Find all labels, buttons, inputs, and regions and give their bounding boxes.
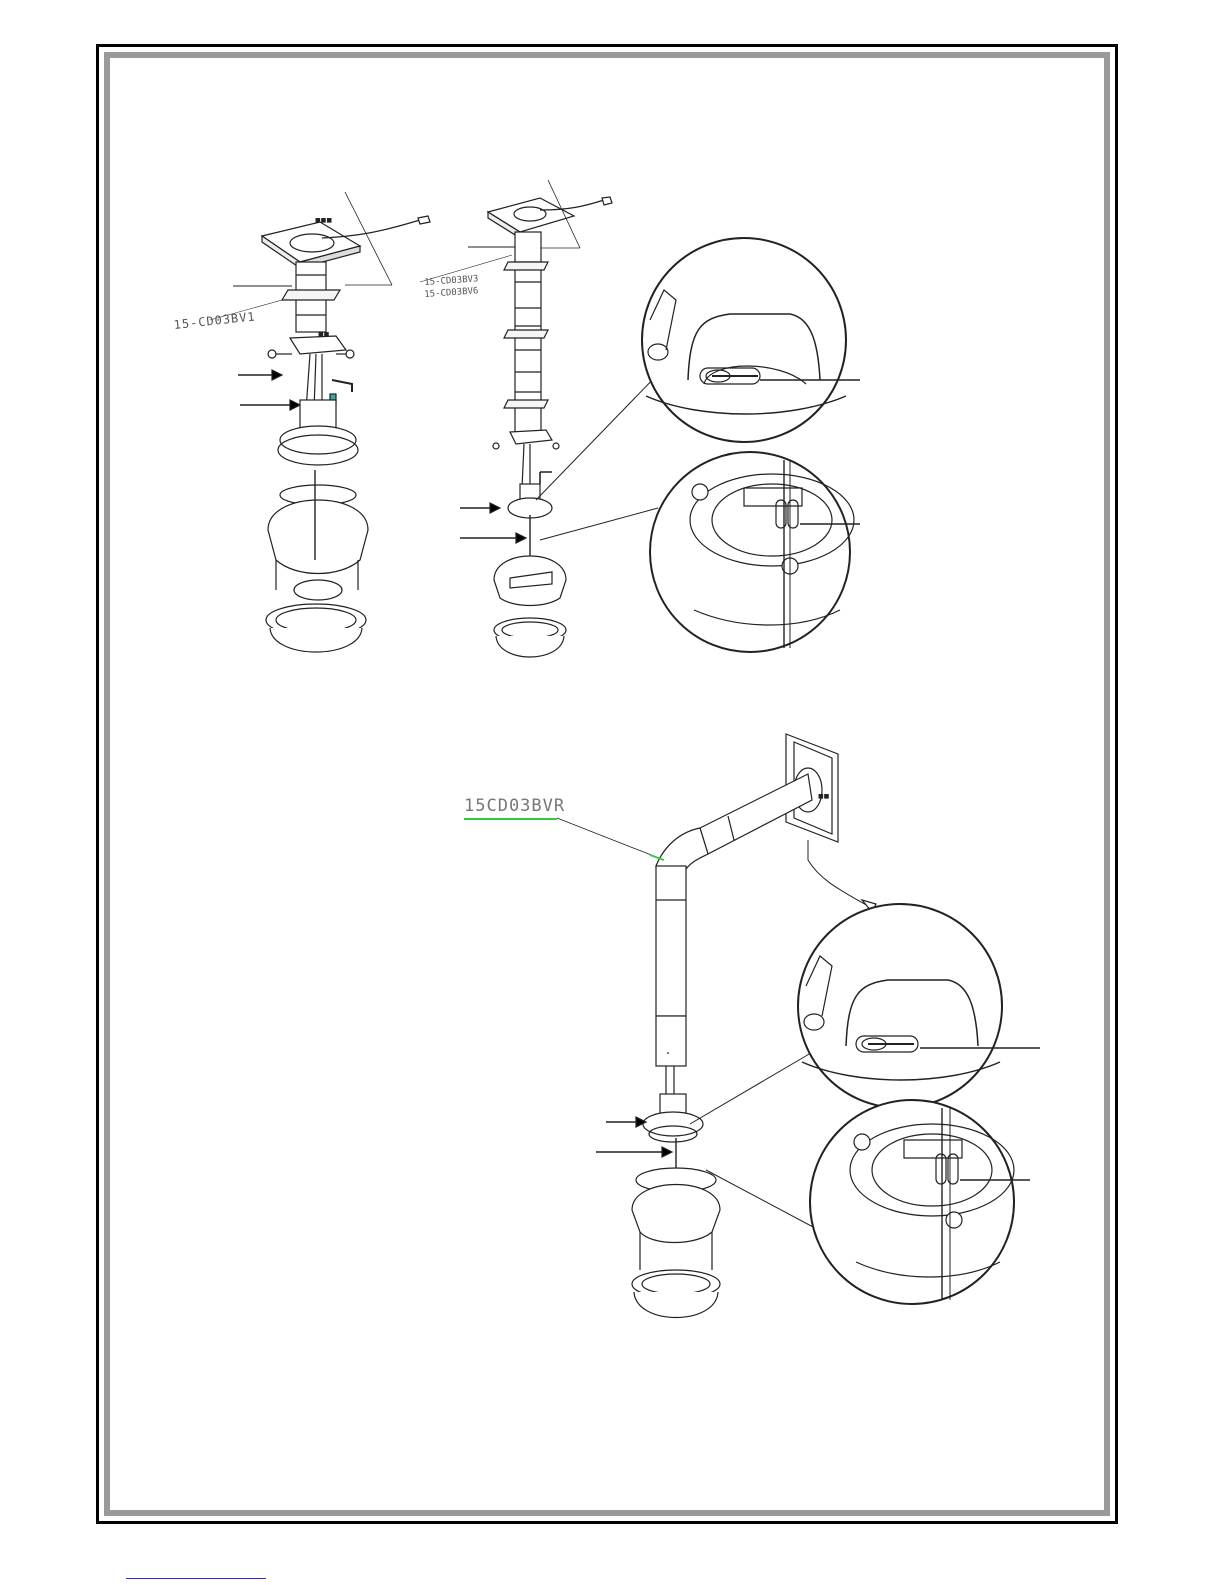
svg-text:■■: ■■ bbox=[318, 331, 330, 338]
ceiling-mount-short-assembly: ■■■ ■■ bbox=[210, 192, 430, 652]
dome-bubble bbox=[270, 628, 362, 652]
dome-housing bbox=[268, 500, 368, 574]
detail-view-latch-top bbox=[642, 238, 860, 442]
arrow-marker-4 bbox=[460, 533, 526, 543]
hex-key bbox=[332, 380, 352, 392]
ceiling-mount-long-assembly bbox=[420, 180, 660, 657]
svg-text:■■: ■■ bbox=[818, 793, 830, 800]
detail-view-latch-bottom bbox=[798, 904, 1040, 1108]
arrow-marker-3 bbox=[460, 503, 500, 513]
arrow-marker-2 bbox=[240, 400, 300, 410]
arrow-marker-6 bbox=[596, 1147, 672, 1157]
detail-view-connector-top bbox=[650, 452, 860, 652]
arrow-marker-5 bbox=[606, 1117, 646, 1127]
pipe-flange bbox=[290, 336, 346, 354]
detail-view-connector-bottom bbox=[810, 1100, 1030, 1304]
svg-text:■■■: ■■■ bbox=[315, 217, 332, 224]
wall-arm-pipe bbox=[656, 866, 686, 1016]
part-label-15cd03bvr: 15CD03BVR bbox=[464, 796, 565, 816]
arrow-marker-1 bbox=[238, 370, 282, 380]
footer-link-underline[interactable] bbox=[126, 1578, 266, 1579]
part-label-underline bbox=[464, 818, 557, 820]
